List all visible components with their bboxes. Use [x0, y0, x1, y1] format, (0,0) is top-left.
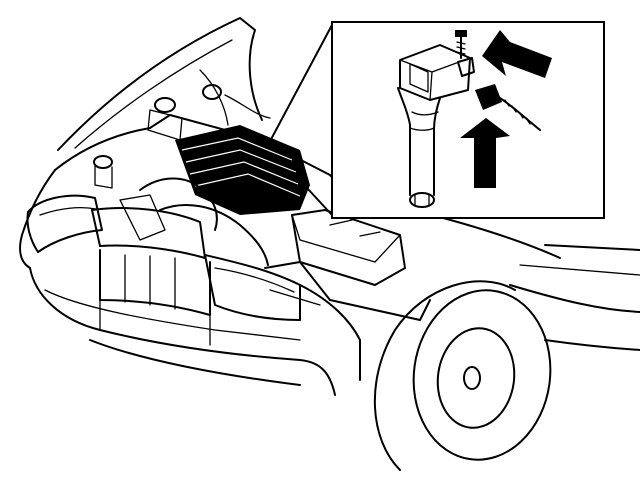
- right-front-corner: [299, 284, 361, 381]
- coil-mount-tab: [457, 57, 475, 77]
- battery-top: [291, 214, 401, 263]
- inset-frame: [331, 21, 605, 219]
- bolt-threads: [456, 41, 466, 55]
- grille-upper: [91, 207, 206, 259]
- right-headlight: [204, 254, 301, 321]
- left-headlight: [26, 194, 103, 253]
- engine-bay-rear-edge: [54, 114, 353, 201]
- wiring-connector: [475, 84, 541, 131]
- coolant-cap: [93, 155, 113, 169]
- rocker-line: [544, 339, 640, 351]
- engine-cover-hatched: [175, 125, 310, 215]
- hub-center: [463, 366, 481, 390]
- hood-strut: [199, 69, 229, 126]
- fender-top: [329, 299, 431, 321]
- coil-head: [399, 44, 471, 101]
- coil-boot-detail: [414, 194, 430, 206]
- engine-cover-ribs: [181, 137, 301, 197]
- coil-barrel: [397, 87, 441, 196]
- support-edge: [269, 289, 321, 306]
- bolt-head: [455, 30, 467, 37]
- detail-inset: [331, 21, 605, 219]
- lower-valance: [89, 339, 301, 386]
- car-body: [19, 169, 431, 396]
- upper-side-line: [544, 244, 640, 251]
- side-body-line: [509, 284, 640, 313]
- coolant-tank: [94, 164, 113, 189]
- cable-ties: [504, 99, 531, 125]
- grille-lower: [99, 249, 211, 316]
- rim: [436, 327, 516, 429]
- wheel-arch: [373, 280, 516, 471]
- front-wheel: [373, 280, 552, 471]
- mounting-bolt: [455, 30, 467, 59]
- left-headlight-lens: [39, 207, 97, 216]
- radiator-support: [264, 261, 331, 301]
- intake-hose: [139, 177, 218, 231]
- hood-side-edge: [431, 214, 561, 259]
- radiator-hose: [159, 204, 269, 266]
- bolt-arrow-icon: [482, 30, 552, 78]
- engine-bay: [54, 84, 406, 306]
- callout-leaders: [267, 24, 333, 216]
- front-bumper: [29, 267, 336, 396]
- tire: [412, 289, 552, 461]
- door-crease: [519, 264, 640, 276]
- coil-connector-socket: [409, 63, 429, 93]
- battery-terminals: [329, 219, 381, 237]
- grille-slats: [124, 254, 176, 310]
- bumper-crease: [44, 289, 301, 341]
- coil-boot-end: [409, 192, 435, 208]
- leader-line-lower: [294, 174, 333, 216]
- wire-harness-upper: [224, 94, 271, 119]
- ignition-coil: [397, 44, 475, 208]
- connector-arrow-icon: [460, 118, 510, 188]
- air-filter-box: [119, 194, 166, 241]
- coil-barrel-rings: [409, 111, 439, 131]
- left-fender: [19, 169, 56, 269]
- connector-body: [475, 84, 502, 110]
- leader-line-upper: [267, 24, 333, 146]
- bumper-vents: [99, 299, 211, 346]
- hood-outer-edge: [57, 17, 263, 151]
- reservoir-cap-left: [154, 97, 176, 113]
- reservoir-cap-center: [202, 84, 222, 100]
- hood-inner-edge: [74, 39, 233, 149]
- right-headlight-lens: [214, 267, 295, 293]
